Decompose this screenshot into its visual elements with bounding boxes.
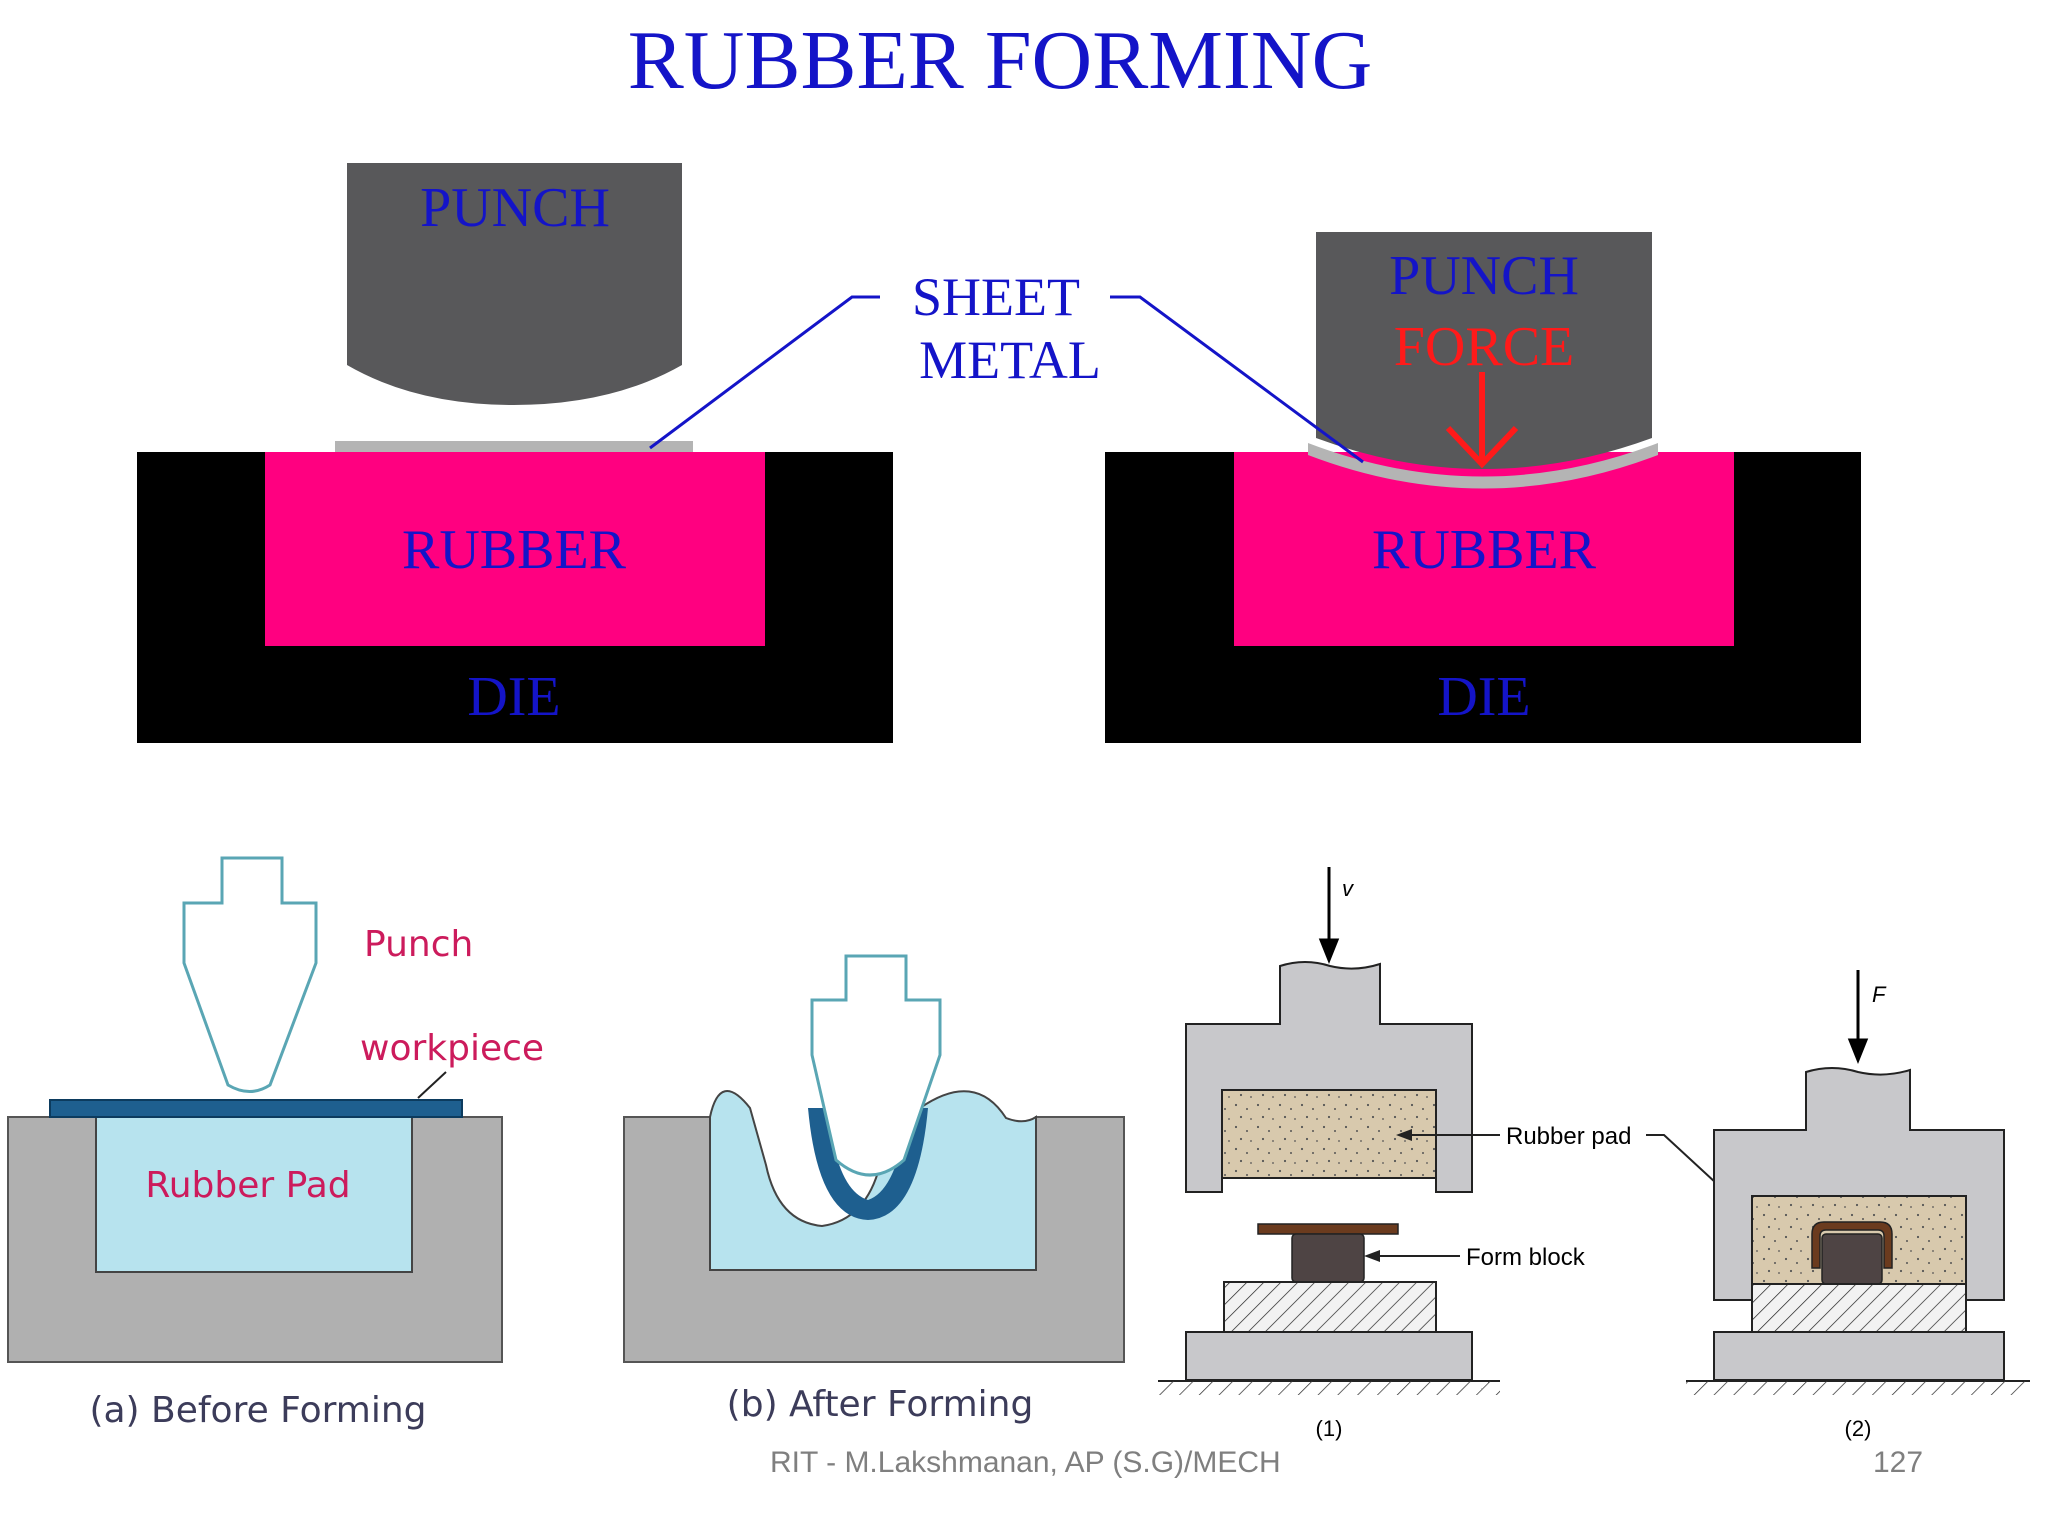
punch-outline [182,856,318,1093]
punch-label: PUNCH [1389,245,1579,307]
caption-after-forming: (b) After Forming [727,1384,1034,1425]
force-label: FORCE [1394,316,1575,378]
rubber-pad-label: Rubber pad [1506,1123,1631,1150]
ground-hatch [1686,1381,2030,1395]
caption-2: (2) [1845,1416,1872,1441]
die-label: DIE [1437,666,1530,728]
lower-base [1713,1331,2005,1381]
press-diagram-2: F (2) [1686,970,2030,1441]
velocity-label: v [1342,876,1355,901]
top-left-diagram: PUNCH RUBBER DIE [137,163,893,743]
formed-part [1811,1221,1893,1269]
metal-label: METAL [919,330,1101,390]
force-label: F [1872,982,1887,1007]
die-label: DIE [467,666,560,728]
rubber-pad-label: Rubber Pad [145,1165,350,1206]
form-block-label: Form block [1466,1244,1586,1271]
punch-outline [810,954,942,1177]
punch-block [1316,232,1652,469]
arrowhead [1364,1250,1380,1262]
lower-base [1185,1331,1473,1381]
force-arrow [1445,372,1519,469]
sheet-metal-flat [335,441,693,452]
workpiece-pointer [417,1071,447,1099]
arrowhead [1396,1129,1412,1141]
workpiece [49,1099,463,1118]
hatched-base [1751,1283,1967,1333]
ground-hatch [1158,1381,1500,1395]
sheet-metal-callout: SHEET METAL [649,267,1364,464]
caption-before-forming: (a) Before Forming [89,1390,426,1431]
sheet-label: SHEET [912,267,1080,327]
workpiece-label: workpiece [360,1028,544,1069]
punch-label: Punch [364,924,473,965]
caption-1: (1) [1316,1416,1343,1441]
callouts: Rubber pad Form block [1364,1123,1784,1271]
workpiece-formed [808,1108,928,1220]
after-forming-diagram: (b) After Forming [623,954,1125,1425]
punch-block [347,163,682,405]
page-number: 127 [1873,1446,1924,1479]
leader-line-left [649,295,880,450]
force-arrow [1847,970,1869,1065]
leader-line-right [1110,295,1364,464]
top-right-diagram: PUNCH FORCE RUBBER DIE [1105,232,1861,743]
velocity-arrow [1318,867,1340,965]
sheet-metal-curved [1308,443,1658,489]
form-plate [1257,1223,1399,1235]
hatched-base [1223,1281,1437,1333]
rubber-label: RUBBER [402,519,627,581]
before-forming-diagram: Punch workpiece Rubber Pad (a) Before Fo… [7,856,544,1431]
form-block [1291,1233,1365,1283]
punch-label: PUNCH [420,177,610,239]
form-block [1821,1233,1883,1285]
footer-author: RIT - M.Lakshmanan, AP (S.G)/MECH [770,1446,1281,1479]
rubber-label: RUBBER [1372,519,1597,581]
slide-title: RUBBER FORMING [628,14,1372,107]
press-diagram-1: v (1) [1158,867,1500,1441]
rubber-block [265,452,765,646]
